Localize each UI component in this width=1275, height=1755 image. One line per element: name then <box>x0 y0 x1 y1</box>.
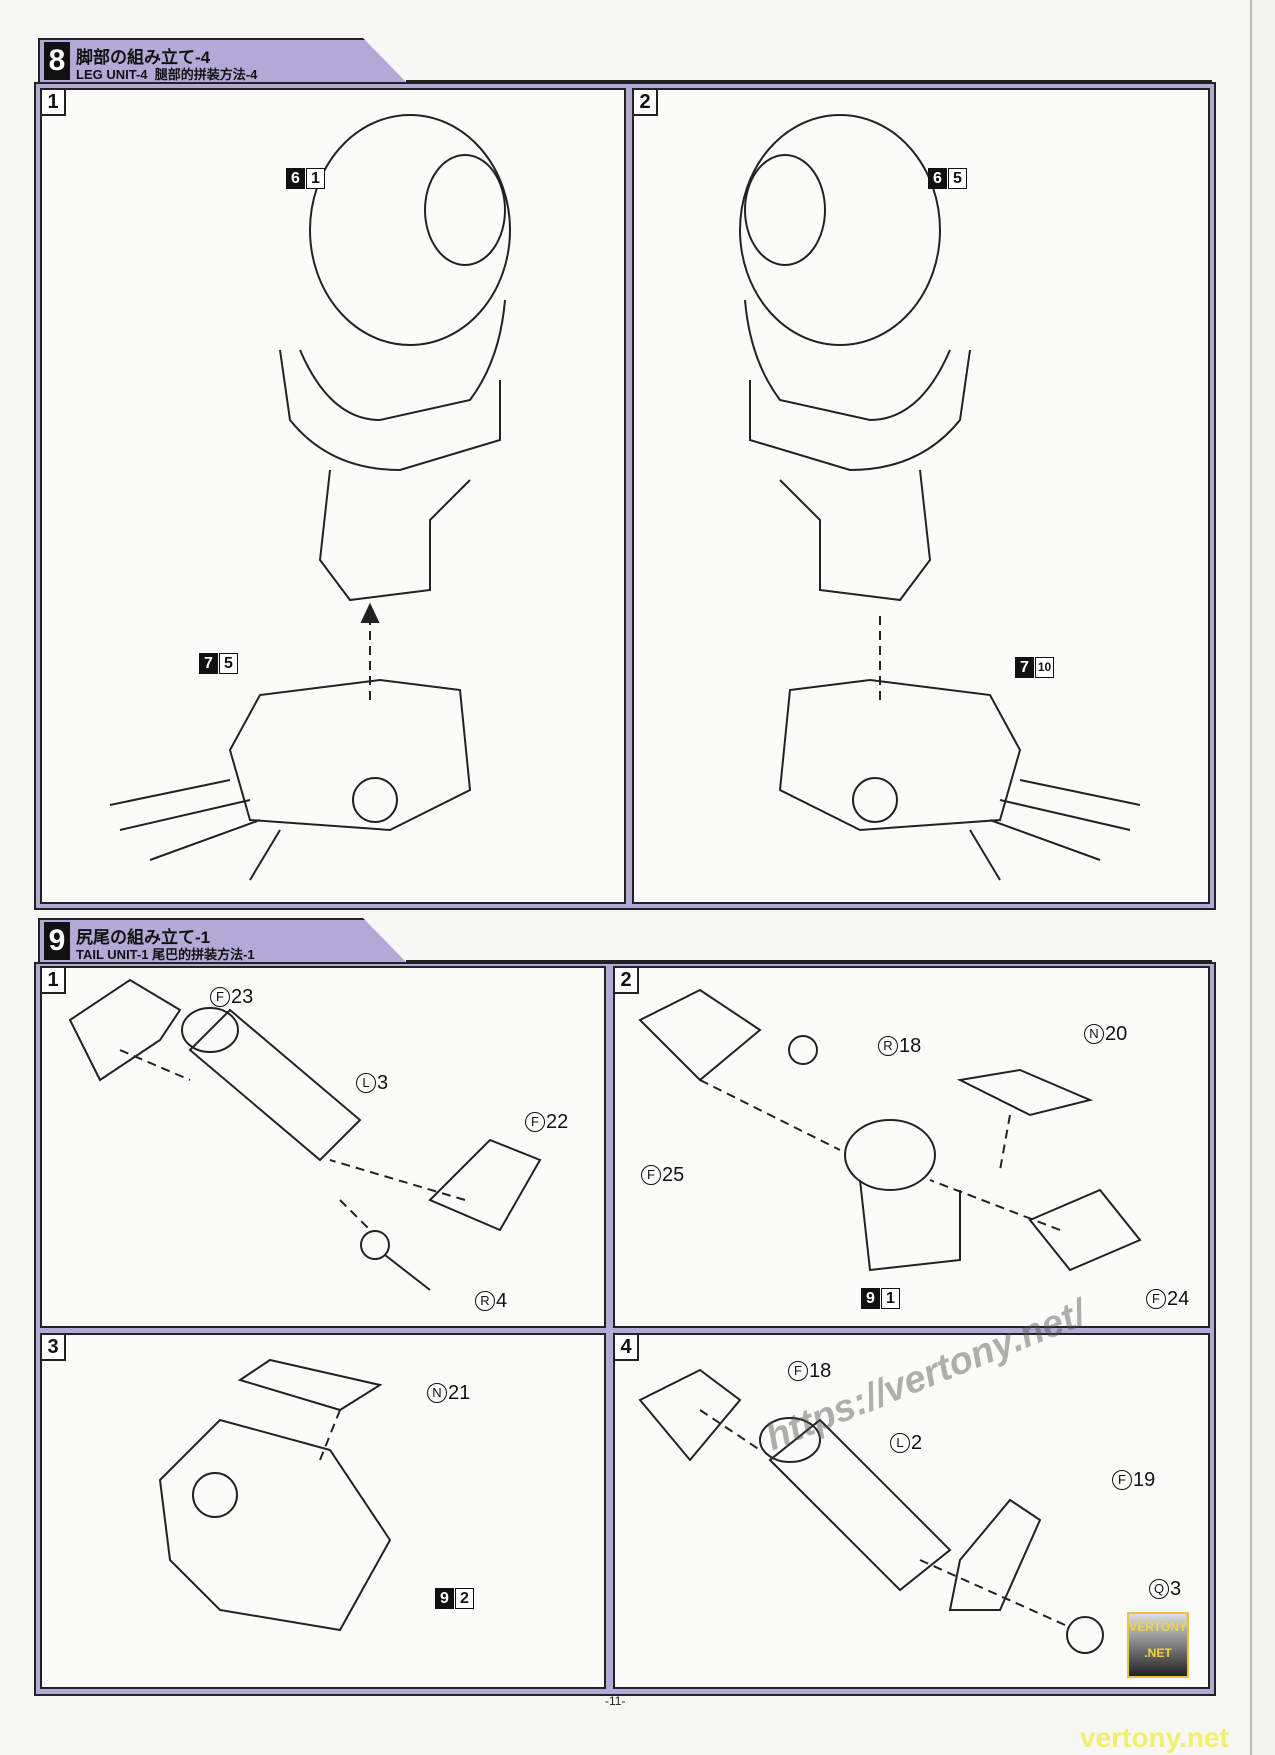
foot-illustration <box>109 678 472 881</box>
section-8-title-jp: 脚部の組み立て-4 <box>76 48 211 67</box>
leg-unit-illustration <box>279 114 511 602</box>
tail-part-illustration <box>68 978 542 1291</box>
step-panel-9-2: 2 <box>613 966 1210 1328</box>
divider <box>406 960 1212 962</box>
divider <box>406 80 1212 82</box>
step-number: 4 <box>613 1333 639 1361</box>
section-9-header <box>38 918 408 964</box>
section-9-title-en: TAIL UNIT-1 尾巴的拼装方法-1 <box>76 947 255 962</box>
tail-assembly-illustration <box>638 988 1142 1272</box>
step-panel-8-2: 2 <box>632 88 1210 904</box>
step-number: 1 <box>40 966 66 994</box>
watermark-footer: vertony.net <box>1080 1722 1229 1753</box>
section-9-number: 9 <box>44 922 70 960</box>
tail-assembly-illustration-3 <box>638 1368 1104 1654</box>
step-number: 3 <box>40 1333 66 1361</box>
section-8-title-en: LEG UNIT-4 腿部的拼装方法-4 <box>76 67 258 82</box>
step-panel-8-1: 1 <box>40 88 626 904</box>
tail-assembly-illustration-2 <box>158 1358 392 1632</box>
watermark-logo: VERTONY .NET <box>1127 1612 1189 1678</box>
section-9-title-jp: 尻尾の組み立て-1 <box>76 928 211 947</box>
page-number: -11- <box>605 1694 626 1708</box>
step-number: 2 <box>613 966 639 994</box>
step-panel-9-1: 1 <box>40 966 606 1328</box>
section-8-header <box>38 38 408 84</box>
step-panel-9-3: 3 <box>40 1333 606 1689</box>
step-number: 1 <box>40 88 66 116</box>
step-number: 2 <box>632 88 658 116</box>
leg-unit-illustration-mirrored <box>739 114 1141 881</box>
section-8-number: 8 <box>44 42 70 80</box>
